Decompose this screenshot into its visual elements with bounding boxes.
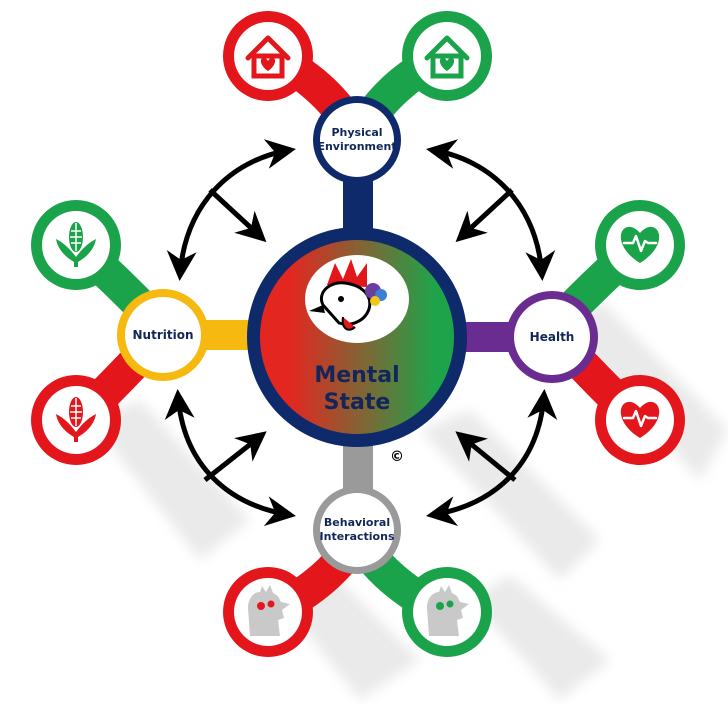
arrow-diagonal-top-left	[208, 188, 267, 243]
arrow-diagonal-bottom-right	[455, 431, 517, 482]
arrows	[164, 139, 558, 526]
chicken-gears-icon	[402, 567, 492, 657]
node-health-label: Health	[530, 330, 575, 344]
node-physical-line1: Physical	[331, 126, 382, 139]
corn-icon	[31, 200, 121, 290]
center-node: Mental State	[247, 227, 467, 447]
node-physical-line2: Environment	[317, 140, 396, 153]
node-nutrition-label: Nutrition	[133, 328, 194, 342]
outer-icons	[31, 11, 685, 657]
arrow-curve-bottom-left	[164, 389, 296, 526]
arrow-diagonal-bottom-left	[203, 431, 267, 482]
chicken-head-icon	[309, 259, 387, 331]
center-title-line2: State	[324, 390, 391, 415]
node-physical-environment: Physical Environment	[313, 96, 401, 184]
arrow-diagonal-top-right	[455, 188, 514, 243]
node-behavioral-interactions: Behavioral Interactions	[313, 486, 401, 574]
corn-icon	[31, 375, 121, 465]
arrow-curve-top-left	[166, 139, 296, 281]
copyright-mark: ©	[390, 449, 404, 465]
node-health: Health	[506, 291, 598, 383]
center-title-line1: Mental	[314, 363, 399, 388]
heart-pulse-icon	[595, 375, 685, 465]
chicken-gears-icon	[223, 567, 313, 657]
node-behavioral-line2: Interactions	[320, 530, 395, 543]
node-behavioral-line1: Behavioral	[324, 516, 390, 529]
arrow-curve-top-right	[426, 139, 556, 281]
heart-pulse-icon	[595, 200, 685, 290]
house-heart-icon	[402, 11, 492, 101]
house-heart-icon	[223, 11, 313, 101]
node-nutrition: Nutrition	[117, 289, 209, 381]
